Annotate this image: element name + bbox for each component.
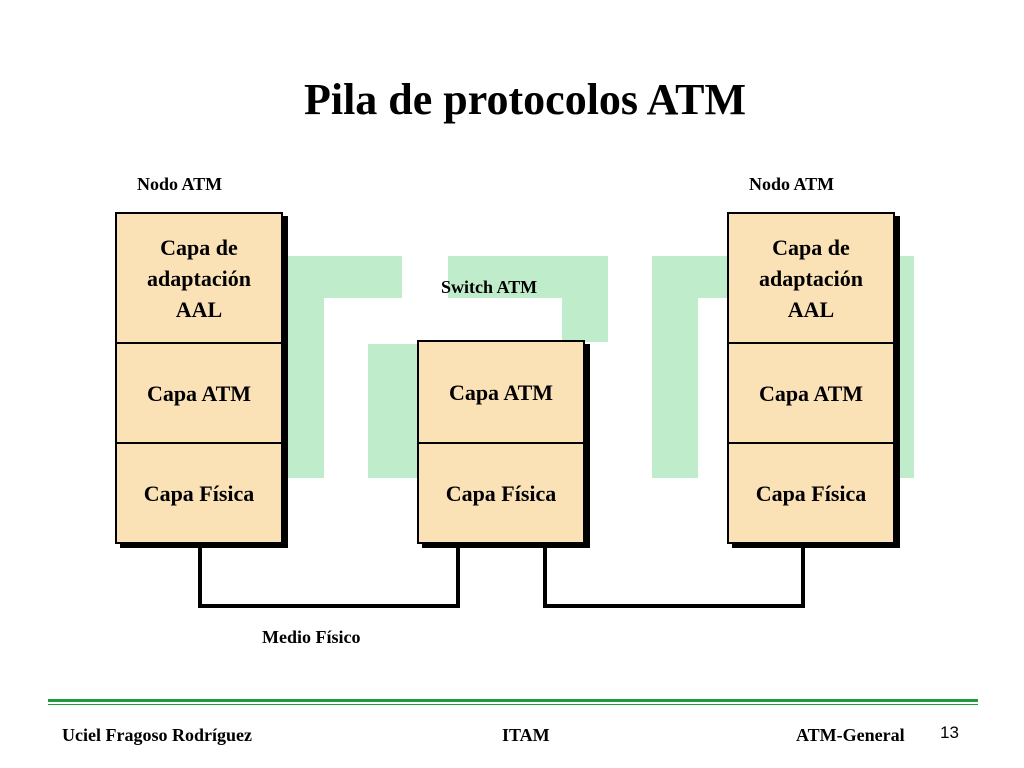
left-node-stack: Capa de adaptación AAL Capa ATM Capa Fís… xyxy=(115,212,283,544)
footer-topic: ATM-General xyxy=(796,725,905,745)
physical-layer: Capa Física xyxy=(755,480,867,506)
atm-layer: Capa ATM xyxy=(117,344,281,444)
aal-line-3: AAL xyxy=(787,296,835,322)
medium-label: Medio Físico xyxy=(262,627,361,647)
aal-line-1: Capa de xyxy=(160,234,238,260)
right-node-label: Nodo ATM xyxy=(749,174,835,194)
physical-layer: Capa Física xyxy=(445,480,557,506)
footer-author: Uciel Fragoso Rodríguez xyxy=(62,725,252,745)
aal-layer: Capa de adaptación AAL xyxy=(117,214,281,344)
atm-layer: Capa ATM xyxy=(729,344,893,444)
aal-line-2: adaptación xyxy=(147,265,251,291)
page-title: Pila de protocolos ATM xyxy=(303,75,747,124)
physical-layer: Capa Física xyxy=(143,480,255,506)
switch-label: Switch ATM xyxy=(441,277,538,297)
footer-institution: ITAM xyxy=(502,725,550,745)
page-number: 13 xyxy=(940,723,959,742)
left-node-label: Nodo ATM xyxy=(137,174,223,194)
switch-stack: Capa ATM Capa Física xyxy=(417,340,585,544)
atm-layer: Capa ATM xyxy=(419,342,583,444)
aal-line-3: AAL xyxy=(175,296,223,322)
aal-line-2: adaptación xyxy=(759,265,863,291)
aal-line-1: Capa de xyxy=(772,234,850,260)
aal-layer: Capa de adaptación AAL xyxy=(729,214,893,344)
right-node-stack: Capa de adaptación AAL Capa ATM Capa Fís… xyxy=(727,212,895,544)
